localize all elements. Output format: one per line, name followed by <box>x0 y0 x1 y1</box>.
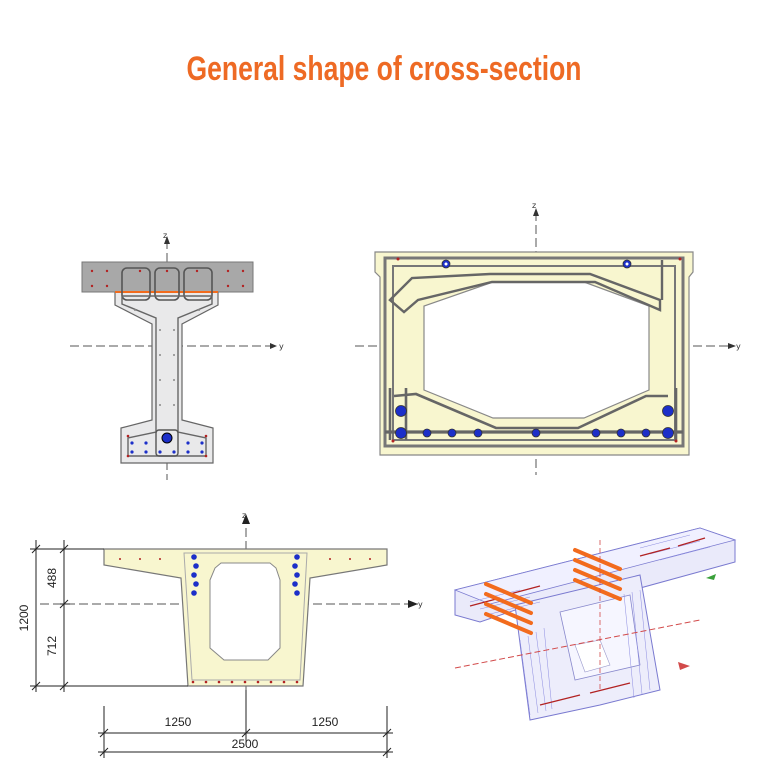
page-title: General shape of cross-section <box>186 50 582 88</box>
deck-slab <box>81 261 254 293</box>
dim-half-width-left: 1250 <box>165 715 192 729</box>
girder-void <box>209 562 281 661</box>
box-void <box>423 281 650 419</box>
dim-total-width: 2500 <box>232 737 259 751</box>
girder-y-axis-label: y <box>418 600 423 609</box>
i-beam-section: y z <box>70 231 284 480</box>
dim-total-height: 1200 <box>17 604 31 631</box>
horizontal-dimensions <box>98 690 393 758</box>
box-z-axis-label: z <box>532 201 536 210</box>
box-section: y z <box>355 201 741 475</box>
dim-top-height: 488 <box>45 568 59 588</box>
girder-tendons <box>191 554 300 596</box>
ibeam-outline <box>114 289 219 464</box>
ibeam-tendons <box>130 432 204 454</box>
isometric-3d-view <box>453 527 737 721</box>
dim-half-width-right: 1250 <box>312 715 339 729</box>
box-tendons <box>395 259 674 439</box>
vertical-dimensions <box>30 540 188 692</box>
iso-orange-tendons <box>484 548 622 635</box>
ibeam-y-axis-label: y <box>279 342 284 351</box>
ibeam-z-axis-label: z <box>163 231 167 240</box>
box-y-axis-label: y <box>736 342 741 351</box>
slab-rebar-points <box>90 269 245 288</box>
girder-z-axis-label: z <box>242 511 246 520</box>
dim-bottom-height: 712 <box>45 636 59 656</box>
box-girder-dimensioned: y z 488 712 1200 <box>17 511 423 758</box>
